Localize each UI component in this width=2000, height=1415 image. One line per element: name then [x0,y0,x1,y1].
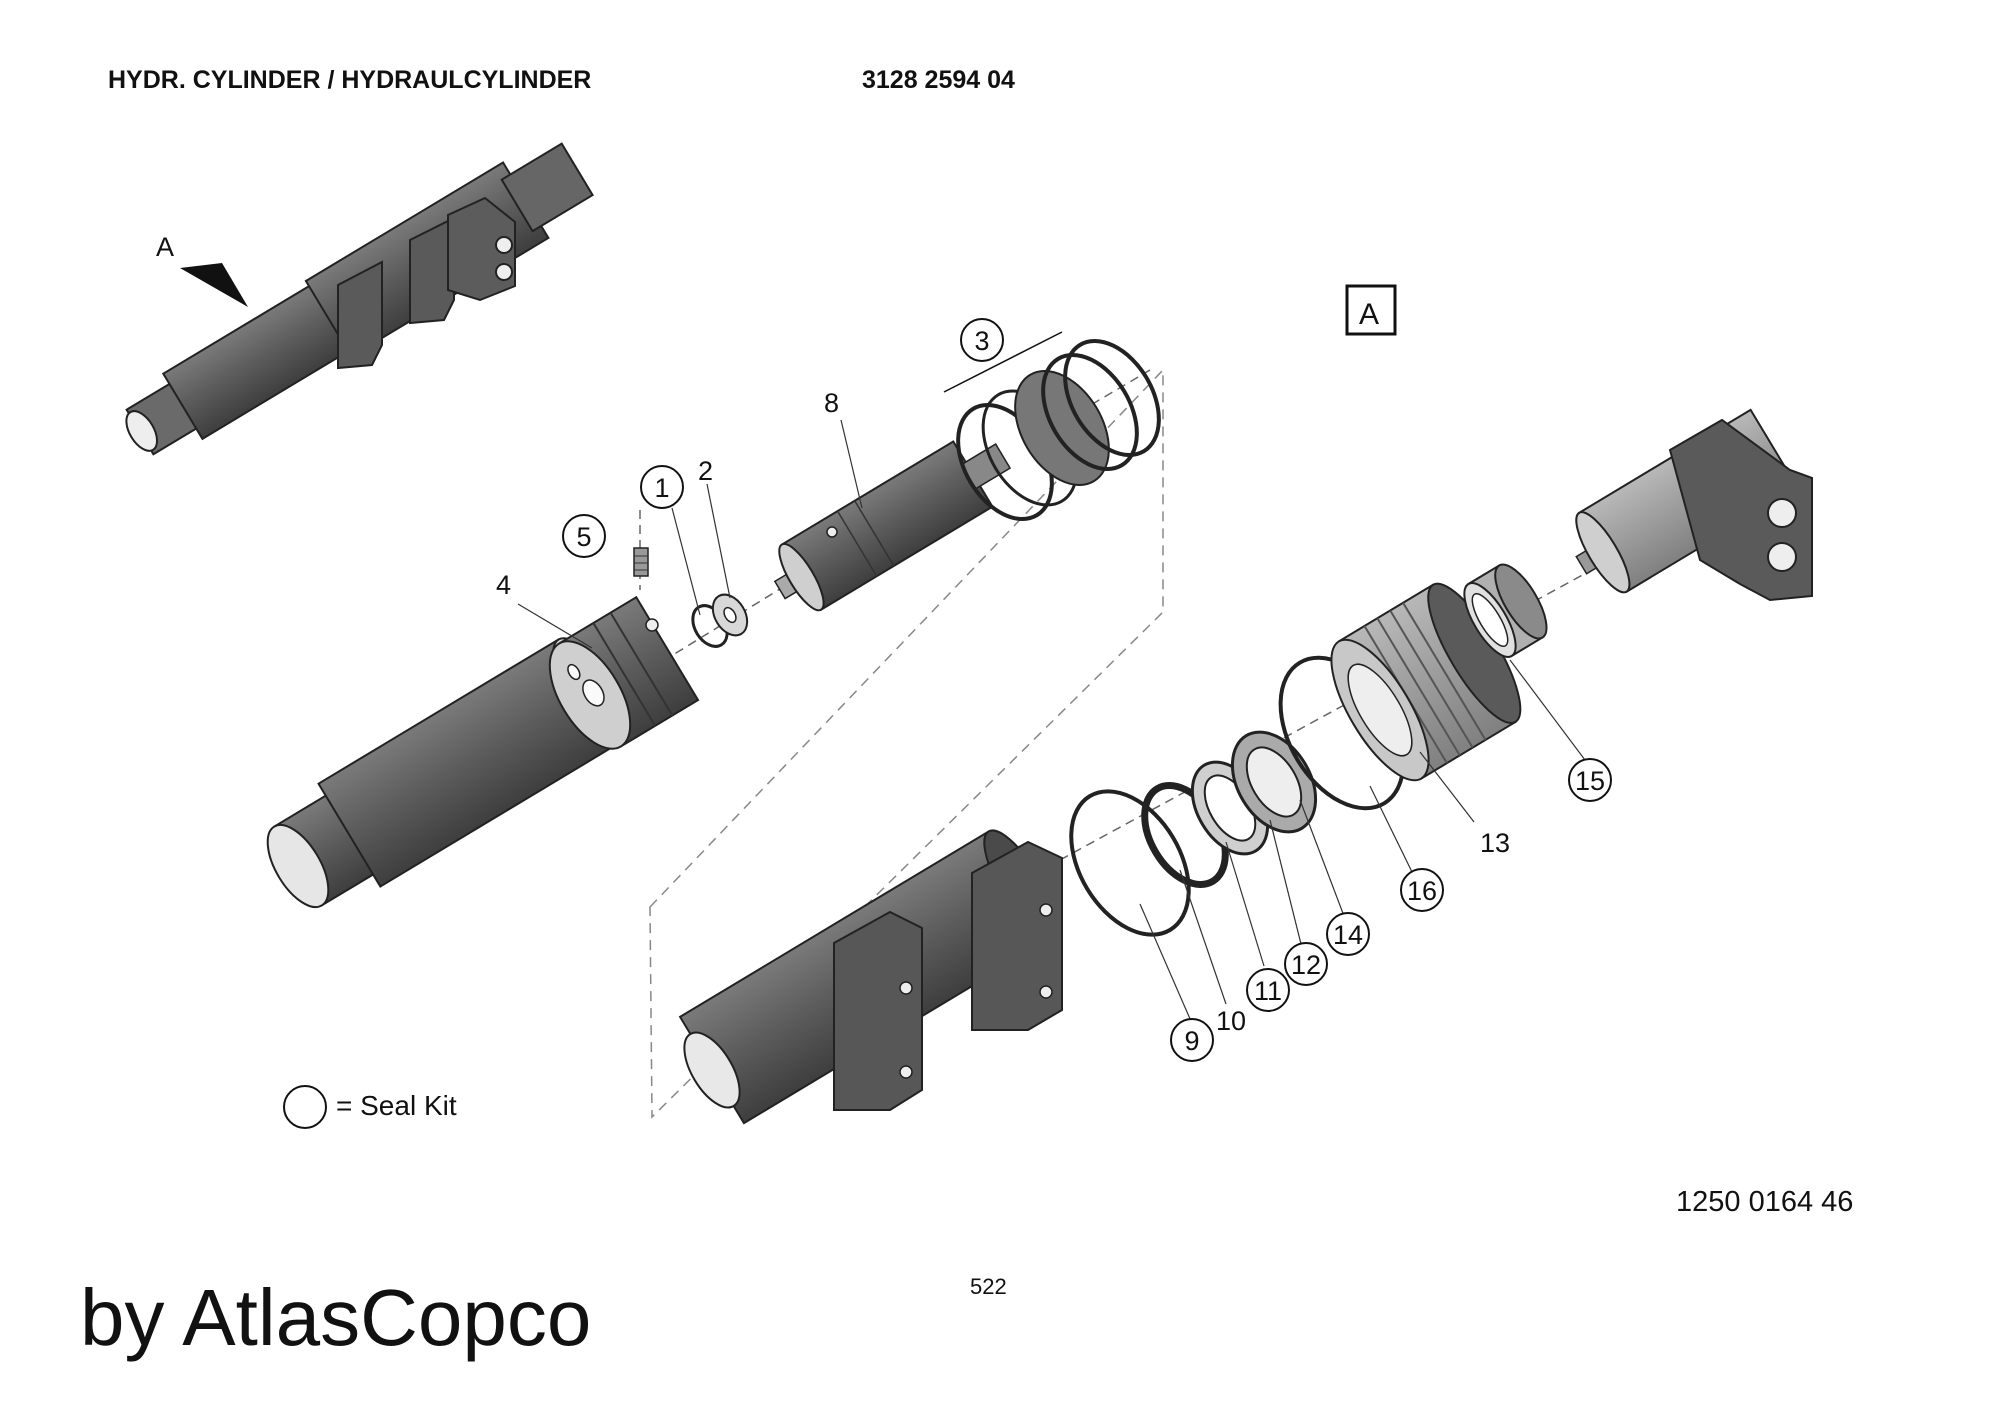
callout-8: 8 [824,388,839,418]
piston [548,595,700,750]
callout-1: 1 [640,465,684,509]
part-number: 3128 2594 04 [862,66,1015,94]
detail-frame [649,368,1164,1119]
svg-text:5: 5 [576,522,591,552]
callout-16: 16 [1400,868,1444,912]
seal-kit-legend: = Seal Kit [336,1090,457,1121]
svg-text:11: 11 [1254,976,1282,1006]
callout-5: 5 [562,514,606,558]
cylinder-head [1330,582,1522,782]
seal-rings [1069,655,1406,937]
page-title: HYDR. CYLINDER / HYDRAULCYLINDER [108,66,592,94]
seal-kit-legend-icon [283,1085,327,1129]
drawing-number: 1250 0164 46 [1676,1186,1854,1218]
group-bracket [943,331,1063,393]
view-box [1345,284,1397,336]
view-arrow-icon [180,263,248,307]
svg-text:9: 9 [1184,1026,1199,1056]
seal-set [956,339,1161,521]
callout-3: 3 [960,318,1004,362]
callout-2: 2 [698,456,713,486]
callout-10: 10 [1216,1006,1246,1036]
callout-13: 13 [1480,828,1510,858]
svg-text:12: 12 [1291,950,1321,980]
piston-rod [1575,408,1813,602]
svg-text:16: 16 [1407,876,1437,906]
callout-15: 15 [1568,758,1612,802]
overview-cylinder [125,142,594,456]
cylinder-tube [678,829,1063,1125]
callout-11: 11 [1246,968,1290,1012]
callout-4: 4 [496,570,511,600]
brand-watermark: by AtlasCopco [80,1273,592,1362]
set-screw [633,547,649,577]
view-box-label: A [1359,298,1379,331]
callout-9: 9 [1170,1018,1214,1062]
view-marker-label: A [156,232,174,262]
svg-text:15: 15 [1575,766,1605,796]
wiper-ring [1463,563,1548,658]
callout-14: 14 [1326,912,1370,956]
valve-body [773,440,1012,612]
washers [691,593,749,648]
callout-12: 12 [1284,942,1328,986]
svg-text:14: 14 [1333,920,1363,950]
page-number: 522 [970,1274,1007,1299]
leader-lines [517,419,1589,1029]
svg-text:3: 3 [974,326,989,356]
svg-text:1: 1 [654,473,669,503]
